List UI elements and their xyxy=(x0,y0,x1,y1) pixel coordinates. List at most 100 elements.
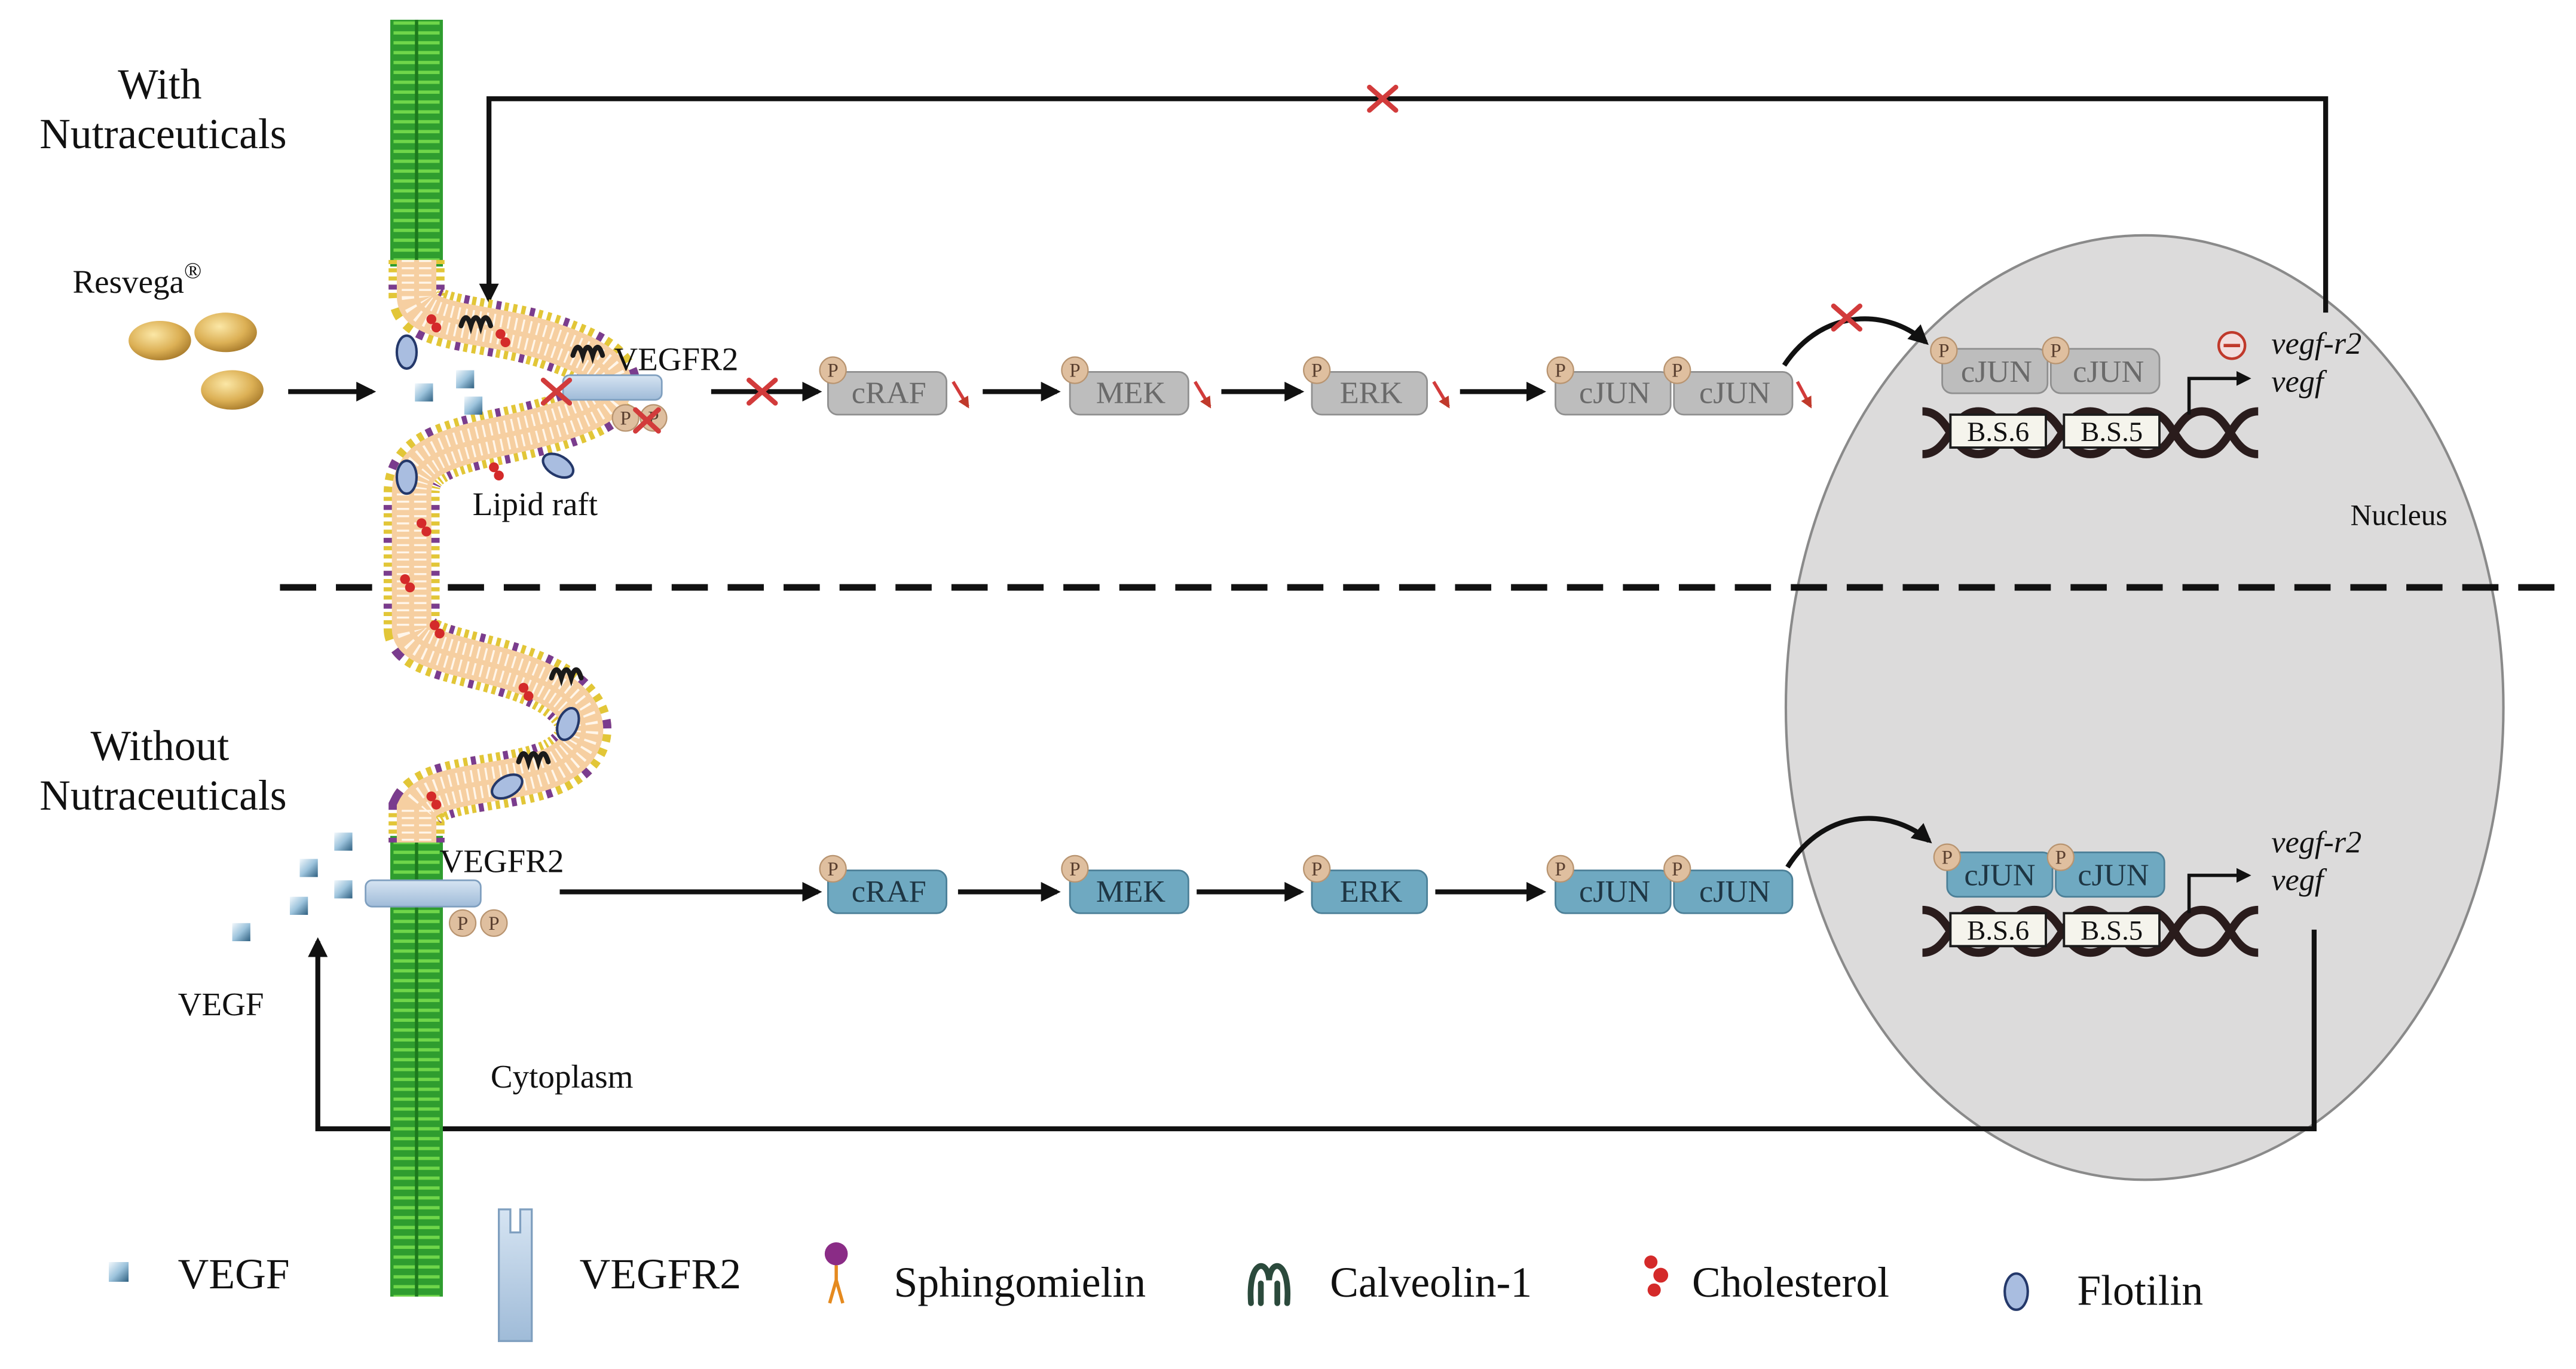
receptor-icon xyxy=(497,1208,533,1342)
cholesterol-icon xyxy=(429,620,445,639)
feedback-arrow-top xyxy=(479,96,2329,313)
bottom-heading-line2: Nutraceuticals xyxy=(39,772,286,819)
phosphate-label: P xyxy=(1672,859,1682,880)
vegf-cube-icon xyxy=(334,832,353,851)
receptor-label-bottom: VEGFR2 xyxy=(440,843,564,879)
binding-site-box xyxy=(2063,413,2161,449)
nuclear-translocation-arrow-bottom xyxy=(1785,816,1932,869)
phosphate-label: P xyxy=(488,913,499,935)
pathway-with-nutraceuticals: P cRAF P MEK P ERK P cJUN xyxy=(819,356,1812,416)
phosphate-label: P xyxy=(2055,847,2066,869)
phosphate-icon xyxy=(480,909,508,937)
legend-label: Calveolin-1 xyxy=(1330,1259,1532,1306)
phosphate-label: P xyxy=(1942,847,1953,869)
cholesterol-icon xyxy=(416,518,432,537)
binding-site-box xyxy=(1949,413,2047,449)
protein-cjun-2: P cJUN xyxy=(1663,855,1794,914)
top-heading-line1: With xyxy=(118,61,201,108)
protein-craf: P cRAF xyxy=(819,356,948,416)
legend-item-vegfr2: VEGFR2 xyxy=(497,1208,741,1342)
caveolin-icon xyxy=(516,751,551,771)
protein-box xyxy=(1311,869,1428,914)
phosphate-label: P xyxy=(1069,859,1080,880)
protein-label: cJUN xyxy=(1579,376,1650,411)
resvega-particle-icon xyxy=(129,320,191,361)
protein-label: MEK xyxy=(1096,874,1165,909)
protein-box xyxy=(1311,370,1428,416)
lipid-raft-label: Lipid raft xyxy=(473,486,598,522)
binding-site-box xyxy=(1949,912,2047,948)
legend-item-sphingomyelin: Sphingomielin xyxy=(824,1242,1146,1306)
promoter-arrow-icon xyxy=(2187,370,2251,415)
vegf-cube-icon xyxy=(456,370,475,388)
protein-box xyxy=(1069,869,1189,914)
vegf-cube-icon xyxy=(289,896,308,915)
decrease-arrow-icon xyxy=(952,381,969,409)
legend-item-vegf: VEGF xyxy=(109,1251,290,1298)
feedback-arrow-bottom xyxy=(308,929,2317,1132)
protein-box xyxy=(827,869,948,914)
cholesterol-icon xyxy=(400,574,415,593)
phosphate-label: P xyxy=(1311,360,1322,382)
binding-site-box xyxy=(2063,912,2161,948)
gene-complex-bottom: B.S.6 B.S.5 P cJUN P cJUN vegf-r2 vegf xyxy=(1923,825,2361,953)
vegf-cube-icon xyxy=(232,923,250,942)
gene-label: vegf-r2 xyxy=(2271,326,2361,361)
protein-mek: P MEK xyxy=(1061,855,1189,914)
vegfr2-receptor-bottom xyxy=(365,879,482,908)
cholesterol-icon xyxy=(489,462,504,481)
protein-label: cJUN xyxy=(1699,376,1770,411)
nuclear-cjun-box xyxy=(1946,851,2054,898)
nuclear-cjun-label: cJUN xyxy=(1964,857,2035,892)
cholesterol-icon xyxy=(518,682,534,702)
compound-name: Resvega xyxy=(72,264,184,300)
flotillin-icon xyxy=(395,334,418,370)
protein-box xyxy=(1555,869,1672,914)
vegf-cube-icon xyxy=(334,880,353,899)
inhibition-x-icon xyxy=(540,377,573,406)
protein-label: MEK xyxy=(1096,376,1165,411)
phosphate-label: P xyxy=(1555,360,1566,382)
inhibition-x-icon xyxy=(747,377,778,406)
phosphate-label: P xyxy=(2050,341,2061,362)
caveolin-icon xyxy=(570,344,605,365)
inhibition-x-icon xyxy=(1367,84,1399,113)
protein-label: ERK xyxy=(1340,376,1403,411)
phosphate-icon xyxy=(819,855,847,883)
lipid-raft-membrane xyxy=(383,260,641,843)
cholesterol-icon xyxy=(495,329,510,348)
phosphate-icon xyxy=(1303,855,1331,883)
phosphate-icon xyxy=(1061,855,1089,883)
phosphate-icon xyxy=(1546,356,1574,384)
cytoplasm-label: Cytoplasm xyxy=(491,1058,634,1095)
vegf-cube-icon xyxy=(109,1262,129,1282)
nuclear-cjun-box xyxy=(2049,348,2161,394)
phosphate-icon xyxy=(1303,356,1331,384)
plasma-membrane-bottom xyxy=(390,835,443,1297)
decrease-arrow-icon xyxy=(1795,381,1812,409)
legend: VEGF VEGFR2 Sphingomielin Calveolin-1 Ch… xyxy=(109,1208,2203,1342)
protein-box xyxy=(827,370,948,416)
gene-label: vegf xyxy=(2271,863,2327,898)
cholesterol-icon xyxy=(426,314,442,333)
nucleus-label: Nucleus xyxy=(2350,498,2447,531)
protein-label: cJUN xyxy=(1579,874,1650,909)
legend-item-cholesterol: Cholesterol xyxy=(1644,1255,1889,1306)
binding-site-label: B.S.5 xyxy=(2081,416,2143,448)
binding-site-label: B.S.6 xyxy=(1967,416,2029,448)
phosphate-icon xyxy=(1663,855,1691,883)
legend-label: Flotilin xyxy=(2077,1267,2203,1315)
phosphate-icon xyxy=(1933,843,1961,871)
protein-cjun-1: P cJUN xyxy=(1546,356,1672,416)
caveolin-icon xyxy=(458,315,494,335)
protein-box xyxy=(1069,370,1189,416)
sphingomyelin-icon xyxy=(824,1242,848,1304)
flotillin-icon xyxy=(556,707,580,742)
flotillin-icon xyxy=(491,773,524,800)
legend-item-flotillin: Flotilin xyxy=(2003,1267,2203,1315)
phosphate-icon xyxy=(2046,843,2075,871)
nuclear-cjun-label: cJUN xyxy=(1961,354,2032,389)
caveolin-icon xyxy=(1247,1263,1291,1306)
vegf-cube-icon xyxy=(299,859,318,877)
